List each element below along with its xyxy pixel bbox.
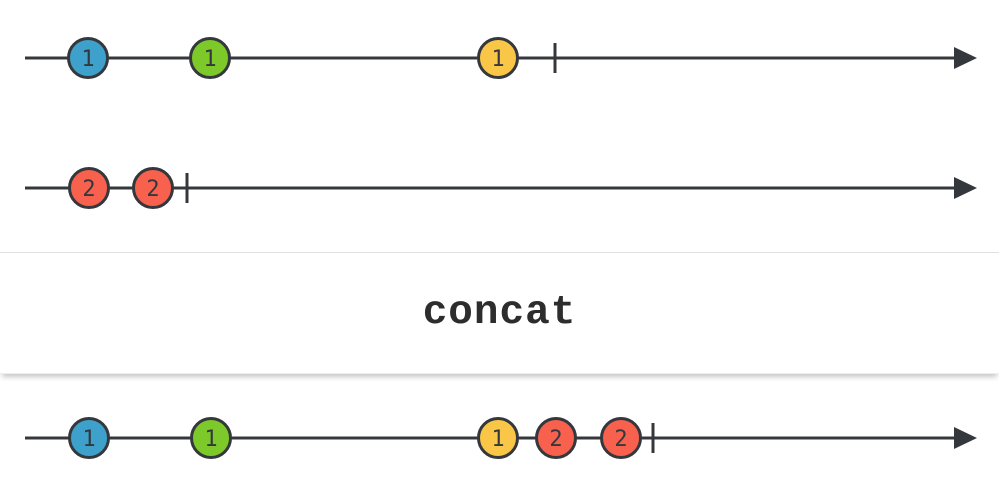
marble[interactable]: 2	[68, 167, 110, 209]
arrowhead-icon	[954, 177, 977, 199]
marble-value: 1	[491, 47, 504, 72]
marble-circle	[535, 417, 577, 459]
marble: 1	[477, 417, 519, 459]
marble: 1	[190, 417, 232, 459]
marble-value: 1	[491, 427, 504, 452]
marble-value: 2	[549, 427, 562, 452]
marble[interactable]: 2	[132, 167, 174, 209]
marble-circle[interactable]	[67, 37, 109, 79]
marble-value: 1	[82, 427, 95, 452]
marble-value: 2	[146, 177, 159, 202]
marble-value: 1	[204, 427, 217, 452]
marble-circle	[190, 417, 232, 459]
marble-circle	[600, 417, 642, 459]
operator-label: concat	[422, 290, 577, 336]
marble-circle[interactable]	[132, 167, 174, 209]
marble: 2	[600, 417, 642, 459]
marble-circle	[68, 417, 110, 459]
timeline-output: 1 1 1 2 2	[25, 417, 977, 459]
timeline-source-1: 1 1 1	[25, 37, 977, 79]
marble-circle[interactable]	[189, 37, 231, 79]
marble-value: 2	[614, 427, 627, 452]
operator-band: concat	[0, 252, 999, 374]
marble-value: 2	[82, 177, 95, 202]
marble: 2	[535, 417, 577, 459]
marble-circle	[477, 417, 519, 459]
marble-circle[interactable]	[477, 37, 519, 79]
arrowhead-icon	[954, 427, 977, 449]
marble: 1	[68, 417, 110, 459]
marble[interactable]: 1	[67, 37, 109, 79]
marble[interactable]: 1	[477, 37, 519, 79]
arrowhead-icon	[954, 47, 977, 69]
marble-circle[interactable]	[68, 167, 110, 209]
marble[interactable]: 1	[189, 37, 231, 79]
marble-value: 1	[81, 47, 94, 72]
marble-value: 1	[203, 47, 216, 72]
